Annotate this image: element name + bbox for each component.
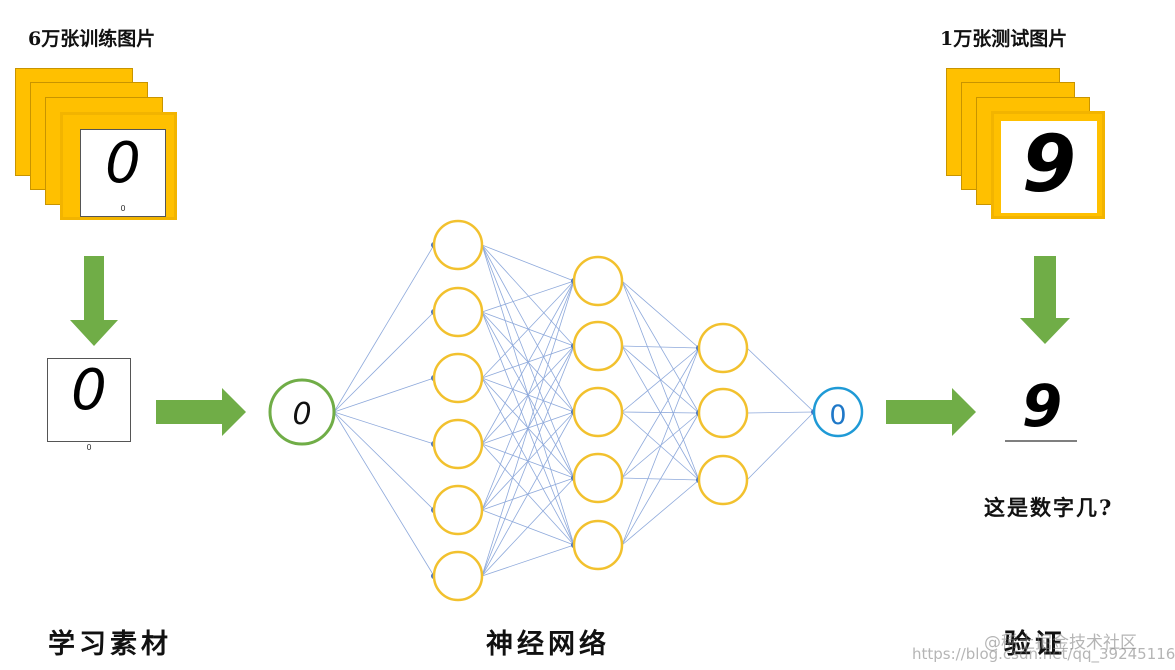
edge-l2-4-2	[621, 479, 700, 546]
edge-l1-5-3	[481, 477, 575, 577]
network-input-digit: 0	[292, 397, 311, 432]
hidden-node-l2-1	[572, 320, 624, 372]
test-images-label: 1万张测试图片	[940, 28, 1068, 50]
hidden-node-l1-5	[432, 550, 484, 602]
input-node	[268, 378, 336, 446]
watermark-url: https://blog.csdn.net/qq_39245116	[912, 645, 1175, 663]
edge-l1-5-2	[481, 411, 575, 577]
edge-l1-5-4	[481, 544, 575, 577]
edge-l2-0-0	[621, 280, 700, 349]
learning-material-caption: 0	[86, 443, 92, 452]
watermark-site: @稀土掘金技术社区	[984, 633, 1137, 653]
train-digit-image: 0 0	[80, 129, 166, 217]
hidden-node-l3-2	[697, 454, 749, 506]
edge-l0-0-4	[333, 411, 435, 511]
edge-l0-0-3	[333, 411, 435, 445]
edge-l0-0-5	[333, 411, 435, 577]
hidden-node-l1-0	[432, 219, 484, 271]
right-arrow-output	[886, 388, 976, 436]
hidden-node-l1-1	[432, 286, 484, 338]
train-digit-caption: 0	[120, 204, 126, 213]
edge-l0-0-0	[333, 244, 435, 413]
edge-l1-0-0	[481, 244, 575, 282]
verify-label: 验证	[1004, 629, 1066, 660]
right-arrow-material	[156, 388, 246, 436]
edge-l1-1-0	[481, 280, 575, 313]
test-digit: 9	[1021, 120, 1077, 210]
learning-material-label: 学习素材	[48, 629, 172, 660]
test-card-front: 9	[991, 111, 1105, 219]
edge-l3-1-0	[746, 411, 815, 414]
hidden-node-l3-1	[697, 387, 749, 439]
hidden-node-l2-3	[572, 452, 624, 504]
learning-material-digit: 0	[71, 358, 107, 423]
edge-l2-4-0	[621, 347, 700, 546]
train-digit: 0	[105, 131, 141, 196]
edge-l1-0-2	[481, 244, 575, 413]
output-node	[812, 386, 864, 438]
hidden-node-l1-4	[432, 484, 484, 536]
edge-l1-5-1	[481, 345, 575, 577]
edge-l2-2-0	[621, 347, 700, 413]
hidden-node-l1-2	[432, 352, 484, 404]
train-images-label: 6万张训练图片	[28, 28, 156, 50]
edge-l3-2-0	[746, 411, 815, 481]
network-nodes	[268, 219, 864, 602]
train-card-front: 0 0	[60, 112, 177, 220]
edge-l2-1-0	[621, 345, 700, 349]
question-label: 这是数字几?	[984, 495, 1114, 520]
edge-l3-0-0	[746, 347, 815, 413]
edge-l0-0-2	[333, 377, 435, 413]
network-output-digit: 0	[829, 400, 846, 431]
down-arrow-left	[70, 256, 118, 346]
hidden-node-l2-4	[572, 519, 624, 571]
edge-l0-0-1	[333, 311, 435, 413]
learning-material-digit-image: 0 0	[47, 358, 131, 452]
hidden-node-l3-0	[697, 322, 749, 374]
edge-l1-5-0	[481, 280, 575, 577]
edge-l1-2-0	[481, 280, 575, 379]
hidden-node-l2-2	[572, 386, 624, 438]
edge-l1-3-0	[481, 280, 575, 445]
verify-digit: 9	[1021, 372, 1063, 440]
down-arrow-right	[1020, 256, 1070, 344]
hidden-node-l2-0	[572, 255, 624, 307]
hidden-node-l1-3	[432, 418, 484, 470]
edge-l2-3-0	[621, 347, 700, 479]
neural-network-label: 神经网络	[486, 629, 610, 660]
edge-l2-4-1	[621, 412, 700, 546]
test-digit-image: 9	[1001, 121, 1097, 213]
edge-l1-4-0	[481, 280, 575, 511]
